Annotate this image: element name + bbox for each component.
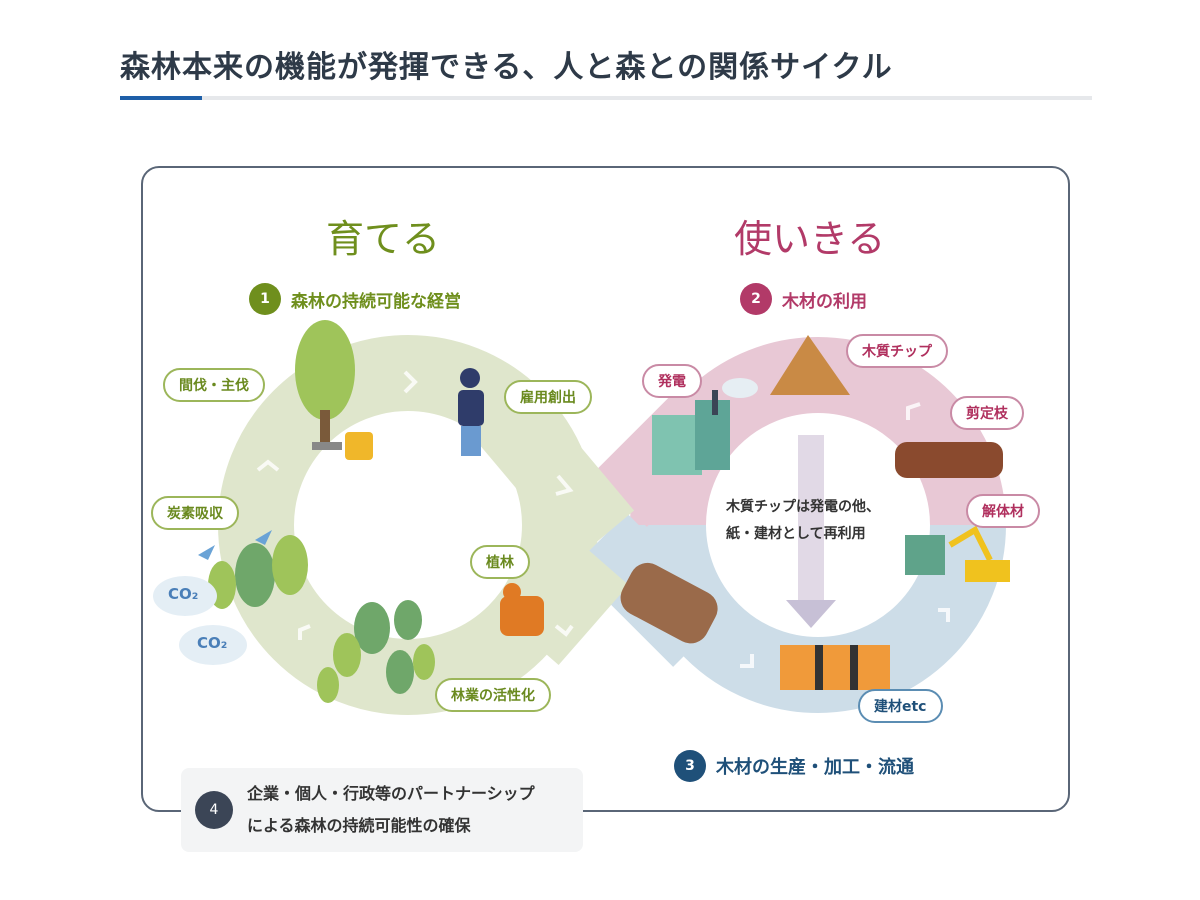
worker-icon: [458, 368, 484, 456]
title-underline-accent: [120, 96, 202, 100]
green-crossing-band: [470, 385, 635, 560]
label-pruned-branches: 剪定枝: [950, 396, 1024, 430]
step-badge-3: 3: [674, 750, 706, 782]
section-1-label: 森林の持続可能な経営: [291, 291, 461, 312]
step-badge-2: 2: [740, 283, 772, 315]
logs-icon: [620, 562, 718, 644]
label-building-materials: 建材etc: [858, 689, 943, 723]
section-2-label: 木材の利用: [782, 291, 867, 312]
wood-chip-reuse-note: 木質チップは発電の他、 紙・建材として再利用: [726, 494, 880, 548]
chainsaw-worker-icon: [312, 432, 373, 460]
pruned-branches-icon: [895, 442, 1003, 478]
label-wood-chips: 木質チップ: [846, 334, 948, 368]
co2-cloud-icon: [153, 576, 247, 665]
demolition-excavator-icon: [905, 525, 1010, 582]
title-underline: [120, 96, 1092, 100]
label-forestry-revitalization: 林業の活性化: [435, 678, 551, 712]
heading-use-up: 使いきる: [734, 217, 886, 261]
direction-chevrons: [256, 370, 950, 668]
section-3-label: 木材の生産・加工・流通: [716, 757, 914, 778]
note-line-2: 紙・建材として再利用: [726, 526, 866, 542]
tree-icon: [295, 320, 355, 450]
step-badge-4: 4: [195, 791, 233, 829]
note-line-1: 木質チップは発電の他、: [726, 499, 880, 515]
label-job-creation: 雇用創出: [504, 380, 592, 414]
diagram-frame: [141, 166, 1070, 812]
label-thinning-harvest: 間伐・主伐: [163, 368, 265, 402]
page-title: 森林本来の機能が発揮できる、人と森との関係サイクル: [120, 50, 893, 85]
section-1: 1 森林の持続可能な経営: [249, 283, 461, 315]
planting-worker-icon: [500, 583, 544, 636]
section-3: 3 木材の生産・加工・流通: [674, 750, 914, 782]
section-4-line-1: 企業・個人・行政等のパートナーシップ: [247, 784, 535, 803]
forest-trees-icon: [208, 535, 435, 703]
down-arrow-icon: [786, 435, 836, 628]
label-demolition-wood: 解体材: [966, 494, 1040, 528]
section-4-line-2: による森林の持続可能性の確保: [247, 816, 471, 835]
co2-label-2: CO₂: [197, 634, 228, 652]
co2-label-1: CO₂: [168, 585, 199, 603]
label-carbon-absorption: 炭素吸収: [151, 496, 239, 530]
section-2: 2 木材の利用: [740, 283, 867, 315]
section-4-box: 4 企業・個人・行政等のパートナーシップ による森林の持続可能性の確保: [181, 768, 583, 852]
heading-grow: 育てる: [326, 217, 441, 261]
label-planting: 植林: [470, 545, 530, 579]
power-plant-icon: [652, 378, 758, 475]
lumber-stack-icon: [780, 645, 890, 690]
wood-chip-pile-icon: [770, 335, 850, 395]
label-power-generation: 発電: [642, 364, 702, 398]
bird-icon: [198, 530, 272, 560]
step-badge-1: 1: [249, 283, 281, 315]
